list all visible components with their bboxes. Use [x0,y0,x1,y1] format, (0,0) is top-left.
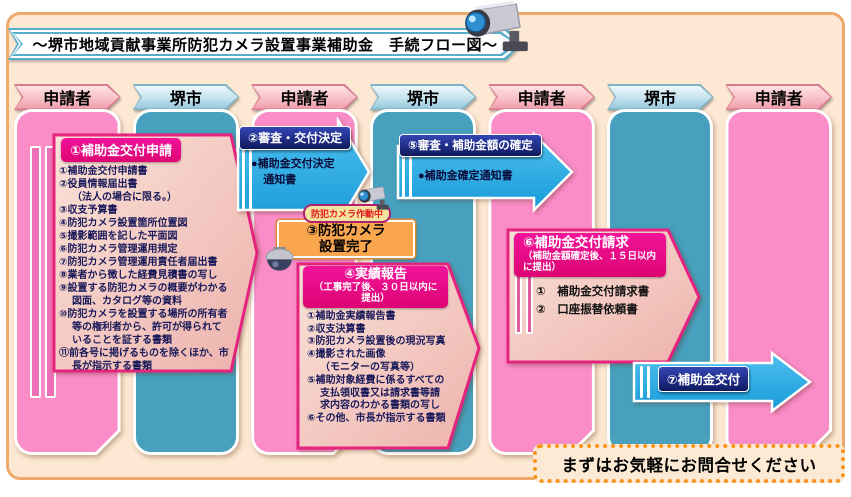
list-item: ③収支予算書 [59,205,118,216]
contact-banner: まずはお気軽にお問合せください [533,444,845,483]
column-header-label: 申請者 [43,91,92,108]
list-item: ②役員情報届出書 （法人の場合に限る。） [59,179,177,203]
column-header-label: 堺市 [407,91,440,108]
dome-camera-icon [265,247,294,271]
column-header-city-1: 堺市 [133,84,240,110]
step6-title: ⑥補助金交付請求 [523,235,629,250]
title-banner: ～堺市地域貢献事業所防犯カメラ設置事業補助金 手続フロー図～ [8,28,522,60]
step5-amount-confirmation-box: ⑤審査・補助金額の確定 ●補助金確定通知書 [396,131,574,213]
step1-title: ①補助金交付申請 [61,138,182,162]
step6-subtitle: （補助金額確定後、１５日以内に提出） [523,250,657,274]
contact-message: まずはお気軽にお問合せください [561,456,817,475]
step1-document-list: ①補助金交付申請書 ②役員情報届出書 （法人の場合に限る。） ③収支予算書 ④防犯カメ… [59,165,230,373]
column-header-label: 堺市 [169,91,202,108]
column-header-label: 堺市 [644,91,677,108]
list-item: ⑩防犯カメラを設置する場所の所有者等の権利者から、許可が得られていることを証する… [59,309,228,346]
list-item: ⑥防犯カメラ管理運用規定 [59,244,178,255]
column-header-label: 申請者 [517,91,566,108]
step2-note: ●補助金交付決定 通知書 [251,158,335,186]
column-header-label: 申請者 [754,91,803,108]
step4-title: ④実績報告 [343,266,407,281]
right-arrow-shape [52,133,259,373]
list-item: ①補助金実績報告書 [307,310,396,322]
step2-title: ②審査・交付決定 [239,126,352,150]
decorative-stripes [402,149,412,197]
step7-payment-box: ⑦補助金交付 [632,350,812,414]
step5-note: ●補助金確定通知書 [418,170,513,182]
step7-title: ⑦補助金交付 [658,366,750,392]
list-item: ⑤補助対象経費に係るすべての支払領収書又は請求書等請求内容のわかる書類の写し [307,374,445,412]
column-header-city-2: 堺市 [370,84,477,110]
cctv-camera-small-icon [358,186,389,210]
step6-header: ⑥補助金交付請求 （補助金額確定後、１５日以内に提出） [514,233,666,278]
list-item: ④防犯カメラ設置箇所位置図 [59,218,188,229]
list-item: ① 補助金交付請求書 [536,286,650,299]
right-arrow-shape [296,262,481,450]
list-item: ⑧業者から徴した経費見積書の写し [59,270,218,281]
column-header-city-3: 堺市 [607,84,714,110]
decorative-stripes [640,366,650,398]
step6-payment-request-box: ⑥補助金交付請求 （補助金額確定後、１５日以内に提出） ① 補助金交付請求書 ② … [506,228,702,364]
step4-header: ④実績報告 （工事完了後、３０日以内に提出） [303,266,448,308]
list-item: ④撮影された画像 （モニターの写真等） [307,349,420,373]
list-item: ⑪前各号に掲げるものを除くほか、市長が指示する書類 [59,348,229,372]
column-header-applicant-1: 申請者 [14,84,121,110]
list-item: ⑦防犯カメラ管理運用責任者届出書 [59,257,218,268]
title-banner-fill [14,34,516,54]
camera-active-badge: 防犯カメラ作動中 [303,204,392,223]
list-item: ⑥その他、市長が指示する書類 [307,413,446,425]
step6-document-list: ① 補助金交付請求書 ② 口座振替依頼書 [536,284,666,320]
step5-title: ⑤審査・補助金額の確定 [399,134,542,157]
list-item: ⑤撮影範囲を記した平面図 [59,231,178,242]
list-item: ⑨設置する防犯カメラの概要がわかる図面、カタログ等の資料 [59,283,228,307]
list-item: ②収支決算書 [307,323,366,335]
list-item: ② 口座振替依頼書 [536,304,638,317]
column-header-applicant-4: 申請者 [725,84,832,110]
column-header-applicant-3: 申請者 [488,84,595,110]
step1-application-box: ①補助金交付申請 ①補助金交付申請書 ②役員情報届出書 （法人の場合に限る。） ③収… [52,133,260,373]
cctv-camera-icon [465,0,528,52]
list-item: ①補助金交付申請書 [59,166,148,177]
step2-review-box: ②審査・交付決定 ●補助金交付決定 通知書 [236,117,372,227]
step4-subtitle: （工事完了後、３０日以内に提出） [313,281,438,305]
column-header-label: 申請者 [280,91,329,108]
list-item: ③防犯カメラ設置後の現況写真 [307,336,446,348]
decorative-stripes [242,139,252,211]
column-header-applicant-2: 申請者 [251,84,358,110]
step3-installation-complete-box: ③防犯カメラ 設置完了 [277,220,415,258]
page-title: ～堺市地域貢献事業所防犯カメラ設置事業補助金 手続フロー図～ [32,36,498,54]
